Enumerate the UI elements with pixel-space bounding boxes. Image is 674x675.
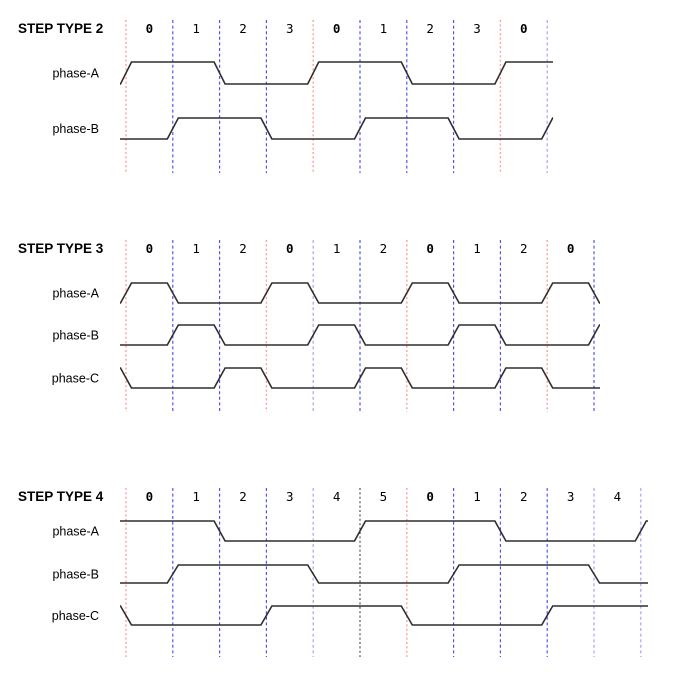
waveform-phase-A	[119, 61, 553, 85]
step-number: 3	[286, 489, 294, 504]
waveform-phase-B	[120, 117, 554, 140]
step-number: 5	[380, 489, 388, 504]
step-number: 1	[192, 489, 200, 504]
phase-label: phase-B	[52, 568, 99, 582]
step-number: 1	[473, 241, 481, 256]
diagram-step-type-4: STEP TYPE 4 0 1 2 3 4 5 0 1 2 3 4 phase-A phase-B phas…	[18, 488, 648, 657]
step-number: 4	[333, 489, 341, 504]
step-number: 0	[426, 241, 434, 256]
step-number: 1	[333, 241, 341, 256]
step-number: 0	[520, 21, 528, 36]
phase-label: phase-C	[52, 609, 99, 623]
step-number: 2	[380, 241, 388, 256]
step-number: 3	[473, 21, 481, 36]
step-number: 0	[426, 489, 434, 504]
step-number: 0	[333, 21, 341, 36]
waveform-phase-A	[120, 520, 648, 542]
step-number: 2	[520, 241, 528, 256]
step-number: 2	[520, 489, 528, 504]
diagram-step-type-3: STEP TYPE 3 0 1 2 0 1 2 0 1 2 0 phase-A phase-B phase…	[18, 240, 601, 412]
step-number: 0	[146, 21, 154, 36]
waveform-phase-B	[120, 564, 648, 584]
step-number: 2	[239, 241, 247, 256]
step-number: 3	[567, 489, 575, 504]
phase-label: phase-A	[52, 287, 99, 301]
waveform-phase-C	[119, 367, 600, 389]
waveform-phase-A	[119, 282, 601, 304]
diagram-step-type-2: STEP TYPE 2 0 1 2 3 0 1 2 3 0 phase-A phase-B	[18, 20, 554, 173]
step-number: 0	[286, 241, 294, 256]
phase-label: phase-A	[52, 525, 99, 539]
diagram-title: STEP TYPE 2	[18, 21, 103, 36]
phase-label: phase-B	[52, 122, 99, 136]
phase-label: phase-A	[52, 67, 99, 81]
waveform-phase-C	[119, 605, 648, 626]
step-number: 0	[146, 241, 154, 256]
step-number: 2	[239, 21, 247, 36]
diagram-title: STEP TYPE 3	[18, 241, 104, 256]
step-number: 1	[473, 489, 481, 504]
step-number: 0	[146, 489, 154, 504]
step-number: 1	[192, 241, 200, 256]
phase-label: phase-B	[52, 329, 99, 343]
step-number: 1	[192, 21, 200, 36]
waveform-phase-B	[120, 324, 601, 346]
step-number: 3	[286, 21, 294, 36]
step-number: 4	[614, 489, 622, 504]
step-number: 0	[567, 241, 575, 256]
step-number: 2	[426, 21, 434, 36]
diagram-title: STEP TYPE 4	[18, 489, 104, 504]
phase-label: phase-C	[52, 372, 99, 386]
step-number: 1	[380, 21, 388, 36]
step-number: 2	[239, 489, 247, 504]
